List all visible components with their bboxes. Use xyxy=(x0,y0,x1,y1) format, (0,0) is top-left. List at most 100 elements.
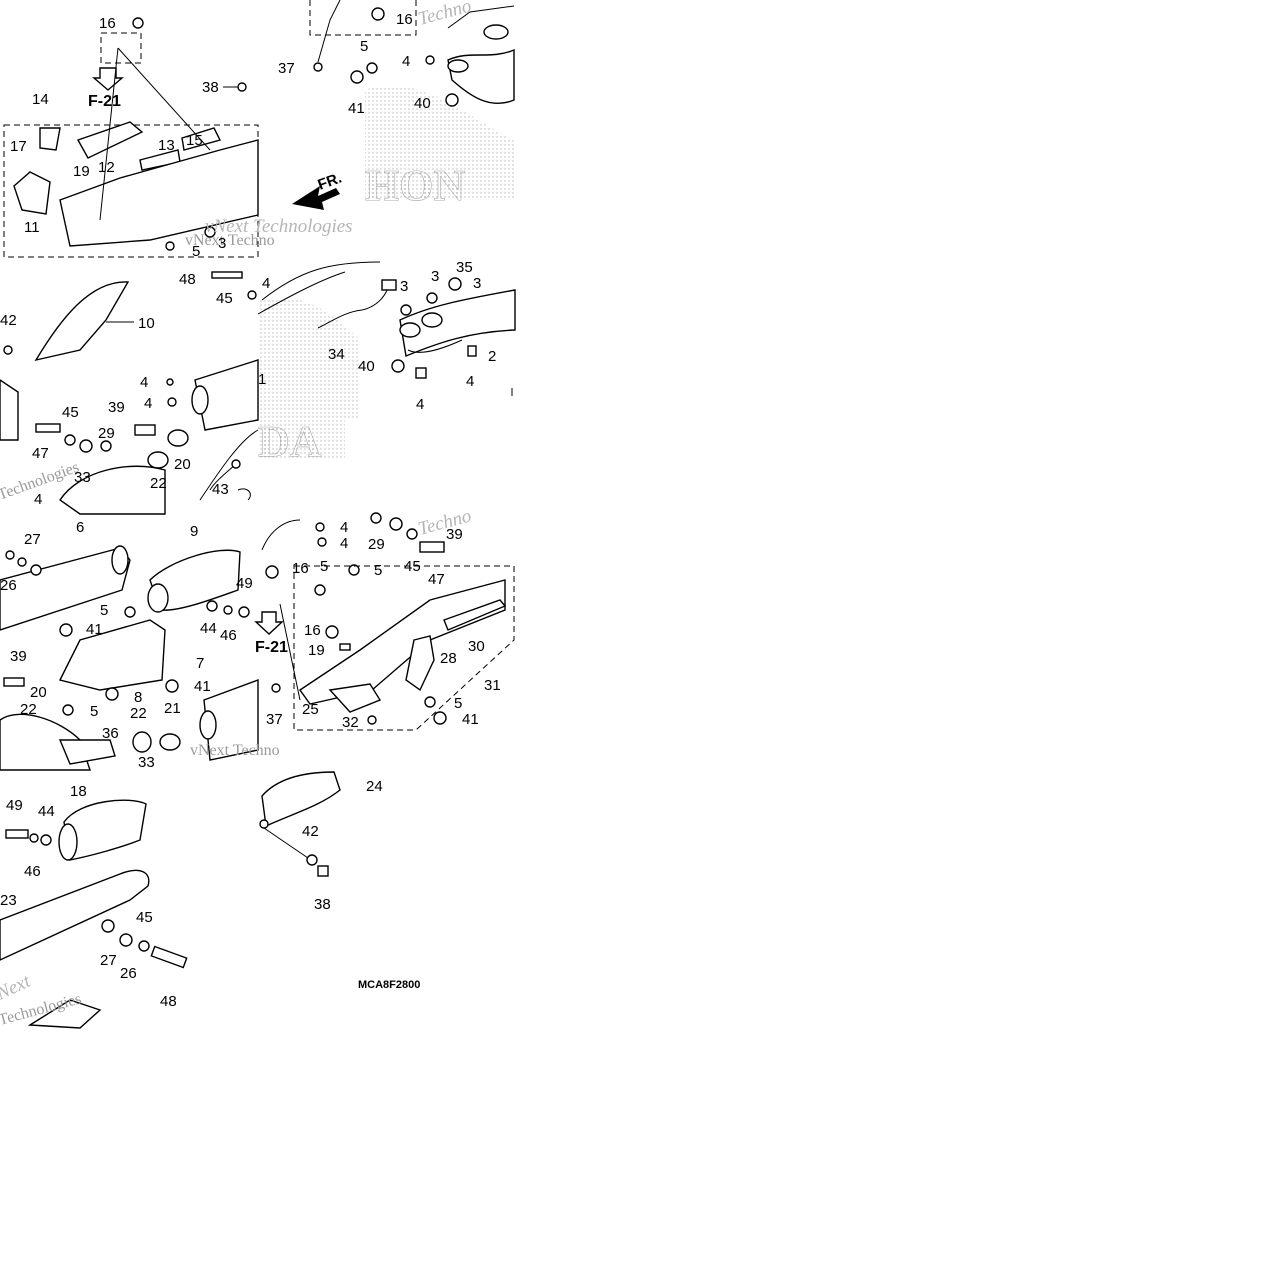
part-number-label: 40 xyxy=(414,95,431,112)
watermark: vNext Techno xyxy=(185,232,275,249)
part-number-label: 49 xyxy=(6,797,23,814)
nut-16 xyxy=(132,17,144,29)
part-number-label: 16 xyxy=(304,622,321,639)
guard-12 xyxy=(76,121,144,159)
tile-middle-right xyxy=(257,261,516,420)
part-number-label: 7 xyxy=(196,655,204,672)
part-number-label: 20 xyxy=(30,684,47,701)
bolt-47 xyxy=(35,423,61,433)
part-number-label: 29 xyxy=(368,536,385,553)
part-number-label: 11 xyxy=(24,219,40,236)
gasket-4 xyxy=(166,378,174,386)
part-number-label: 41 xyxy=(86,621,103,638)
part-number-label: 26 xyxy=(120,965,137,982)
tile-lower-right: F-21 Techno xyxy=(254,506,515,731)
collar-33 xyxy=(79,439,93,453)
arrow-down-icon xyxy=(254,611,284,635)
part-number-label: 4 xyxy=(140,374,148,391)
part-number-label: 45 xyxy=(404,558,421,575)
part-number-label: 3 xyxy=(473,275,481,292)
part-number-label: 42 xyxy=(0,312,17,329)
part-number-label: 27 xyxy=(24,531,41,548)
gasket-22 xyxy=(147,451,169,469)
watermark: Techno xyxy=(416,506,474,540)
washer-5 xyxy=(314,584,326,596)
grommet-27 xyxy=(30,564,42,576)
nut-41 xyxy=(350,70,364,84)
nut-16 xyxy=(265,565,279,579)
part-number-label: 6 xyxy=(76,519,84,536)
tile-upper-left: F-21 vNext Technologies vNext Techno xyxy=(3,17,353,258)
watermark: Techno xyxy=(416,0,474,30)
bolt-38 xyxy=(317,865,329,877)
clip-detail-box xyxy=(100,32,142,64)
part-number-label: 5 xyxy=(192,243,200,260)
part-number-label: 8 xyxy=(134,689,142,706)
exhaust-pipe-assembly-2 xyxy=(399,289,516,357)
part-number-label: 41 xyxy=(194,678,211,695)
part-number-label: 31 xyxy=(484,677,501,694)
bolt-47 xyxy=(419,541,445,553)
bolt-37 xyxy=(271,683,281,693)
part-number-label: 48 xyxy=(160,993,177,1010)
part-number-label: 28 xyxy=(440,650,457,667)
part-number-label: 23 xyxy=(0,892,17,909)
part-number-label: 12 xyxy=(98,159,115,176)
collar-8 xyxy=(105,687,119,701)
part-number-label: 13 xyxy=(158,137,175,154)
bolt-38 xyxy=(237,82,247,92)
watermark: vNext Technologies xyxy=(205,216,353,237)
part-number-label: 45 xyxy=(216,290,233,307)
part-number-label: 40 xyxy=(358,358,375,375)
bolt-49 xyxy=(5,829,29,839)
part-number-label: 33 xyxy=(138,754,155,771)
gasket-4 xyxy=(317,537,327,547)
pad-30 xyxy=(443,599,507,631)
part-number-label: 18 xyxy=(70,783,87,800)
part-number-label: 5 xyxy=(454,695,462,712)
part-number-label: 36 xyxy=(102,725,119,742)
part-number-label: 48 xyxy=(179,271,196,288)
cover-18 xyxy=(63,799,147,861)
cover-9 xyxy=(149,549,241,611)
part-number-label: 20 xyxy=(174,456,191,473)
bolt-32 xyxy=(367,715,377,725)
ref-callout: F-21 xyxy=(255,639,288,656)
washer-5 xyxy=(124,606,136,618)
heat-guard-group-box xyxy=(293,565,515,731)
part-number-label: 35 xyxy=(456,259,473,276)
stay-28 xyxy=(405,635,435,692)
collar-39 xyxy=(389,517,403,531)
heat-guard-7 xyxy=(58,619,166,691)
guard-assembly xyxy=(59,139,259,247)
part-number-label: 38 xyxy=(314,896,331,913)
part-number-label: 38 xyxy=(202,79,219,96)
part-number-label: 29 xyxy=(98,425,115,442)
muffler-6 xyxy=(0,547,131,631)
part-number-label: 3 xyxy=(218,235,226,252)
part-number-label: 5 xyxy=(360,38,368,55)
part-number-label: 46 xyxy=(220,627,237,644)
bolt-37 xyxy=(313,62,323,72)
part-number-label: 4 xyxy=(34,491,42,508)
bracket-17 xyxy=(39,127,61,151)
part-number-label: 46 xyxy=(24,863,41,880)
bolt-49 xyxy=(238,606,250,618)
heat-shield-24 xyxy=(261,771,341,828)
gasket-4 xyxy=(425,55,435,65)
clamp-20 xyxy=(167,429,189,447)
heat-shield-10 xyxy=(34,281,130,362)
part-number-label: 22 xyxy=(130,705,147,722)
part-number-label: 4 xyxy=(402,53,410,70)
grommet-29 xyxy=(370,512,382,524)
brand-watermark: HON xyxy=(365,161,465,210)
part-number-label: 42 xyxy=(302,823,319,840)
washer-42 xyxy=(3,345,13,355)
nut-16 xyxy=(371,7,385,21)
part-number-label: 2 xyxy=(488,348,496,365)
sensor-34 xyxy=(381,279,397,291)
ref-callout: F-21 xyxy=(88,93,121,110)
stay-11 xyxy=(13,171,51,215)
